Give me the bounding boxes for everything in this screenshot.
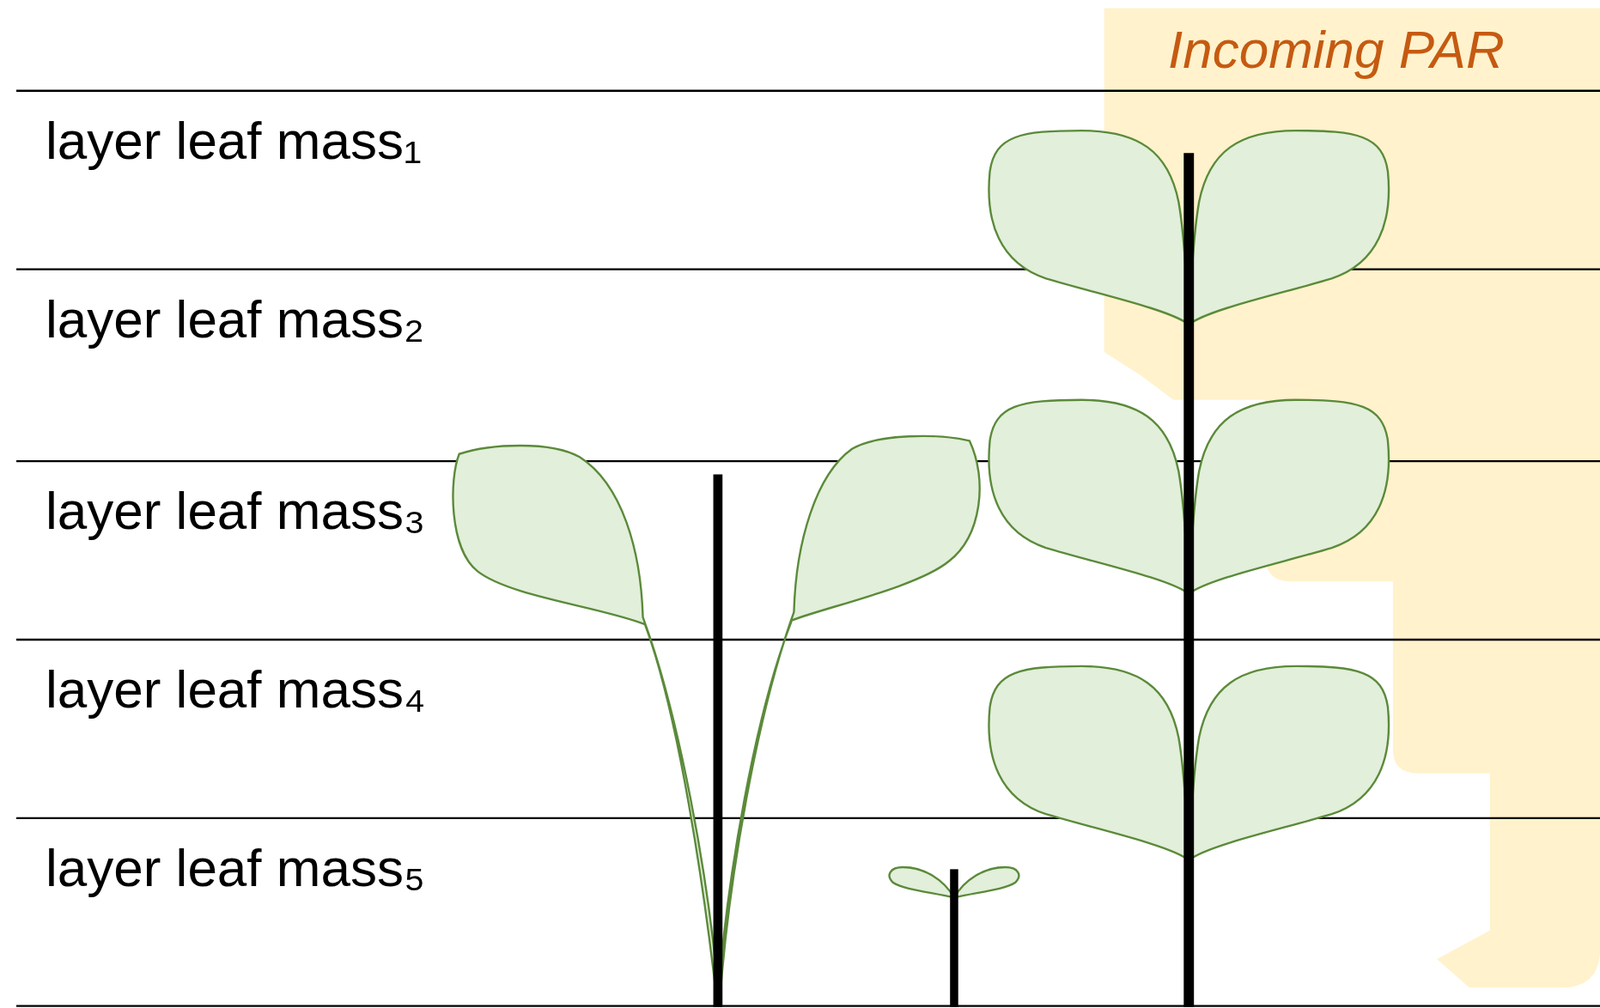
leaf-layer-band: layer leaf mass₃ [16, 461, 1600, 640]
layer-label: layer leaf mass₄ [45, 658, 426, 720]
layer-label: layer leaf mass₅ [45, 837, 426, 899]
leaves [452, 130, 1389, 1005]
layer-label: layer leaf mass₃ [45, 480, 426, 542]
layer-lines [16, 91, 1600, 1007]
leaf-layer-band: layer leaf mass₄ [16, 639, 1600, 819]
leaf-layer-band: layer leaf mass₂ [16, 269, 1600, 462]
leaf-layer-band: layer leaf mass₁ [16, 91, 1600, 270]
layer-label: layer leaf mass₁ [45, 109, 422, 171]
layer-label: layer leaf mass₂ [45, 288, 425, 350]
stems [713, 152, 1195, 1008]
leaf-layer-band: layer leaf mass₅ [16, 818, 1600, 1007]
light-label: Incoming PAR [1168, 18, 1505, 80]
